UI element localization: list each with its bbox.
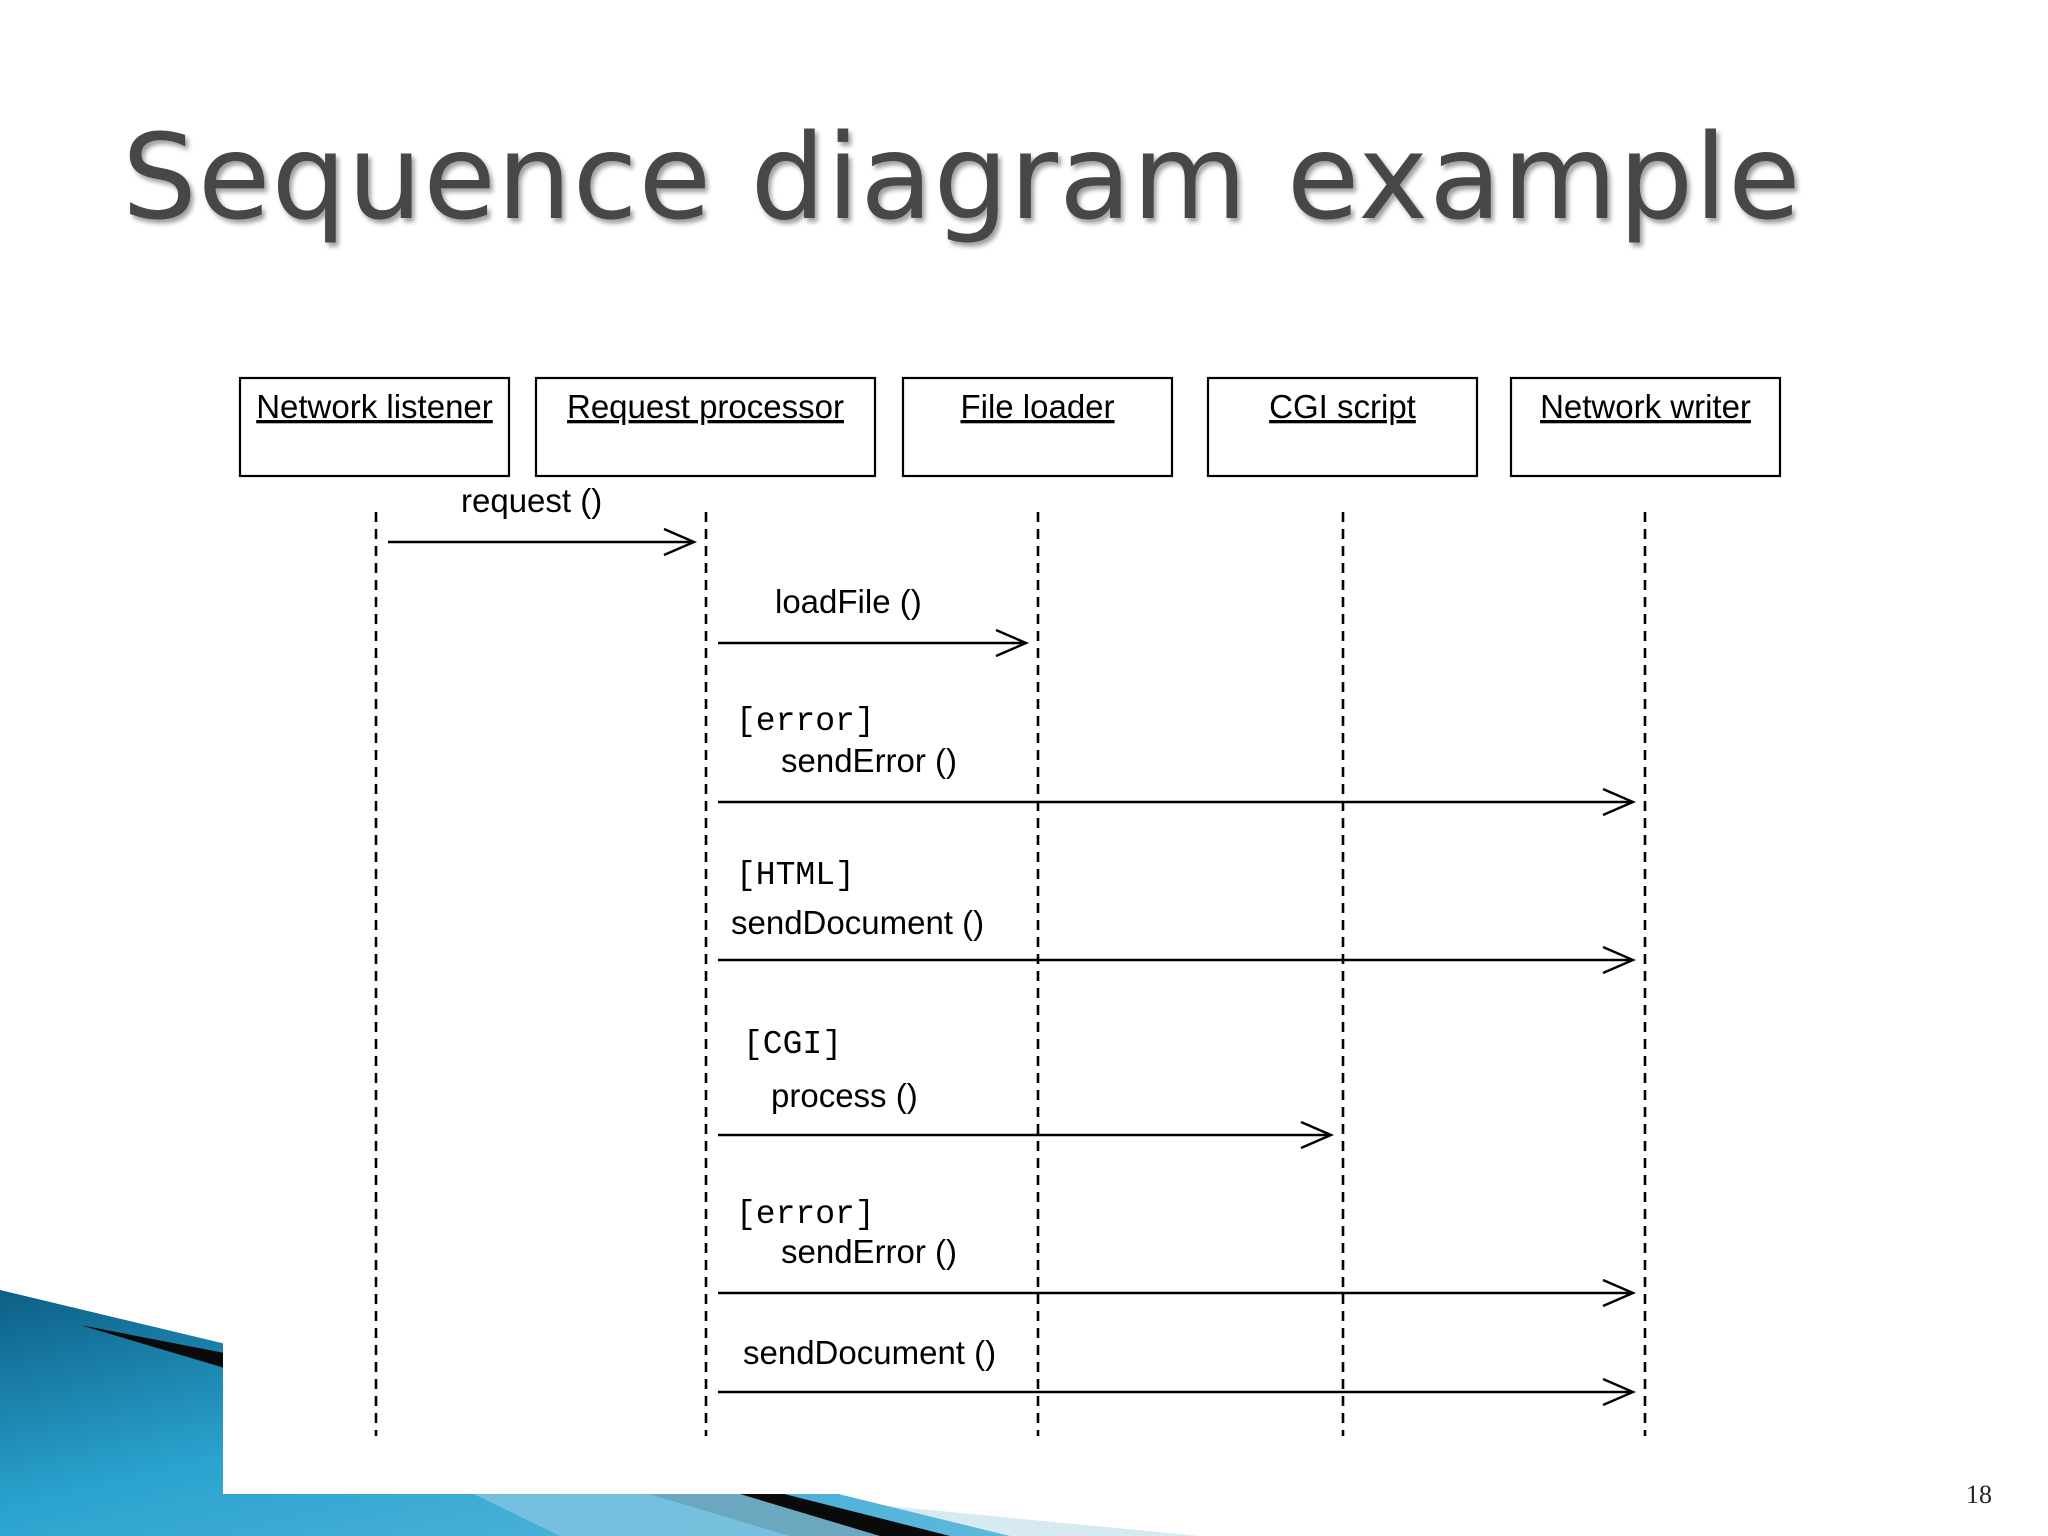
participant-label: CGI script: [1269, 388, 1416, 425]
participant-label: Network writer: [1540, 388, 1751, 425]
message-label: loadFile (): [775, 583, 922, 620]
participant-box: [901, 376, 1174, 478]
participant-box: [534, 376, 877, 478]
message-label: request (): [461, 482, 602, 519]
arrowhead-icon: [1602, 945, 1637, 975]
message-4: [HTML] sendDocument (): [718, 857, 1637, 975]
arrowhead-icon: [663, 527, 698, 557]
participant-cgi-script: CGI script: [1206, 376, 1479, 478]
message-6: [error]sendError (): [718, 1196, 1637, 1308]
message-7: sendDocument (): [718, 1334, 1637, 1407]
message-2: loadFile (): [718, 583, 1030, 658]
message-1: request (): [388, 482, 698, 557]
participant-box: [238, 376, 511, 478]
page-number: 18: [1966, 1480, 1992, 1509]
participant-label: Network listener: [256, 388, 493, 425]
guard-condition: [error]: [736, 1196, 875, 1233]
message-3: [error]sendError (): [718, 703, 1637, 817]
guard-condition: [HTML]: [736, 857, 855, 894]
guard-condition: [error]: [736, 703, 875, 740]
participant-network-listener: Network listener: [238, 376, 511, 478]
arrowhead-icon: [1300, 1120, 1335, 1150]
message-label: sendDocument (): [743, 1334, 996, 1371]
message-label: process (): [771, 1077, 918, 1114]
participant-file-loader: File loader: [901, 376, 1174, 478]
guard-condition: [CGI]: [743, 1026, 842, 1063]
message-label: sendError (): [781, 1233, 957, 1270]
participant-box: [1509, 376, 1782, 478]
participant-request-processor: Request processor: [534, 376, 877, 478]
participant-box: [1206, 376, 1479, 478]
arrowhead-icon: [1602, 1377, 1637, 1407]
arrowhead-icon: [1602, 787, 1637, 817]
participant-label: Request processor: [567, 388, 844, 425]
participant-network-writer: Network writer: [1509, 376, 1782, 478]
message-label: sendError (): [781, 742, 957, 779]
diagram-panel: Network listener Request processor File lo…: [223, 364, 1853, 1494]
message-5: [CGI] process (): [718, 1026, 1335, 1150]
message-label: sendDocument (): [731, 904, 984, 941]
arrowhead-icon: [1602, 1278, 1637, 1308]
participant-label: File loader: [960, 388, 1114, 425]
slide-title: Sequence diagram example: [122, 108, 1802, 246]
arrowhead-icon: [995, 628, 1030, 658]
sequence-diagram: Network listener Request processor File lo…: [238, 376, 1782, 1436]
